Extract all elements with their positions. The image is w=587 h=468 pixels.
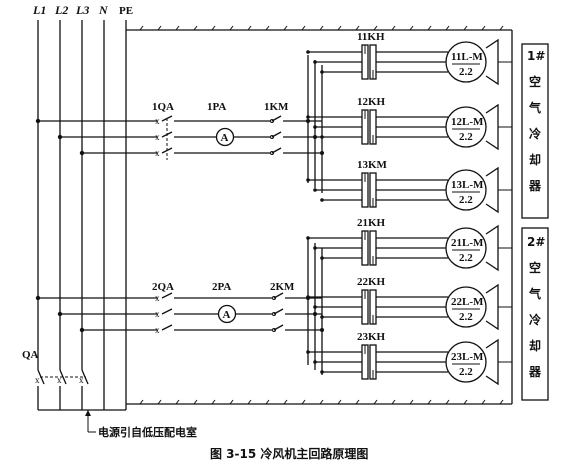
- ammeter-label-1pa: 1PA: [207, 101, 226, 113]
- feeder-group-2: 2QA 2PA 2KM x x x A: [35, 238, 324, 375]
- motor-power: 2.2: [459, 366, 473, 378]
- svg-text:x: x: [155, 325, 160, 335]
- motor-symbol: [445, 169, 487, 211]
- motor-power: 2.2: [459, 131, 473, 143]
- motor-power: 2.2: [459, 252, 473, 264]
- svg-text:x: x: [57, 375, 62, 385]
- svg-text:x: x: [155, 309, 160, 319]
- motor-power: 2.2: [459, 194, 473, 206]
- main-switch-qa: x x x: [35, 369, 89, 410]
- motor-symbol: [445, 286, 487, 328]
- ammeter-2pa-symbol: A: [223, 309, 231, 321]
- relay-label: 23KH: [357, 331, 386, 343]
- panel-char: 空: [529, 260, 541, 275]
- relay-label: 22KH: [357, 276, 386, 288]
- source-note: 电源引自低压配电室: [38, 409, 197, 439]
- panel-char: 却: [529, 338, 541, 353]
- vertical-buses: [37, 20, 127, 410]
- panel-char: 冷: [529, 126, 541, 141]
- feeder-group-1: 1QA 1PA 1KM x x x A: [35, 55, 324, 193]
- motor-branch-2-3: 23KH 23L-M 2.2: [306, 331, 512, 386]
- ammeter-2pa: [217, 304, 237, 324]
- motor-power: 2.2: [459, 66, 473, 78]
- motor-symbol: [445, 41, 487, 83]
- panel-char: 却: [529, 152, 541, 167]
- svg-text:x: x: [155, 116, 160, 126]
- motor-name: 23L-M: [451, 351, 484, 363]
- relay-label: 11KH: [357, 31, 385, 43]
- panel-char: 冷: [529, 312, 541, 327]
- switch-label-1qa: 1QA: [152, 101, 174, 113]
- pe-rail-ticks: [139, 25, 504, 405]
- source-note-text: 电源引自低压配电室: [98, 425, 197, 439]
- panel-char: 气: [528, 286, 541, 301]
- bus-label-n: N: [98, 3, 109, 17]
- motor-name: 12L-M: [451, 116, 484, 128]
- panel-char: 器: [528, 365, 542, 379]
- panel-char: 空: [529, 74, 541, 89]
- svg-text:x: x: [79, 375, 84, 385]
- svg-text:x: x: [155, 132, 160, 142]
- panel-char: 2#: [527, 235, 545, 249]
- panel-char: 1#: [527, 49, 545, 63]
- svg-text:x: x: [155, 148, 160, 158]
- motor-symbol: [445, 106, 487, 148]
- bus-label-l2: L2: [54, 3, 68, 17]
- contactor-label-1km: 1KM: [264, 101, 289, 113]
- relay-label: 21KH: [357, 217, 386, 229]
- motor-name: 13L-M: [451, 179, 484, 191]
- motor-name: 22L-M: [451, 296, 484, 308]
- motor-name: 21L-M: [451, 237, 484, 249]
- ammeter-1pa-symbol: A: [221, 132, 229, 144]
- ammeter-1pa: [215, 127, 235, 147]
- switch-label-2qa: 2QA: [152, 281, 174, 293]
- bus-labels: L1 L2 L3 N PE: [32, 3, 133, 17]
- ammeter-label-2pa: 2PA: [212, 281, 231, 293]
- panel-char: 气: [528, 100, 541, 115]
- svg-text:x: x: [35, 375, 40, 385]
- motor-name: 11L-M: [451, 51, 483, 63]
- svg-text:x: x: [155, 293, 160, 303]
- motor-branch-2-2: 22KH 22L-M 2.2: [306, 276, 512, 331]
- motor-branch-1-2: 12KH 12L-M 2.2: [306, 96, 512, 151]
- contactor-label-2km: 2KM: [270, 281, 295, 293]
- motor-power: 2.2: [459, 311, 473, 323]
- motor-branches: 11KH11L-M2.212KH12L-M2.213KM13L-M2.221KH…: [306, 31, 512, 386]
- relay-label: 13KM: [357, 159, 388, 171]
- motor-branch-2-1: 21KH 21L-M 2.2: [306, 217, 512, 272]
- panel-char: 器: [528, 179, 542, 193]
- motor-branch-1-3: 13KM 13L-M 2.2: [306, 159, 512, 214]
- motor-branch-1-1: 11KH 11L-M 2.2: [306, 31, 512, 86]
- relay-label: 12KH: [357, 96, 386, 108]
- motor-symbol: [445, 341, 487, 383]
- bus-label-pe: PE: [119, 5, 133, 17]
- bus-label-l1: L1: [32, 3, 46, 17]
- figure-caption: 图 3-15 冷风机主回路原理图: [210, 446, 368, 461]
- bus-label-l3: L3: [75, 3, 89, 17]
- motor-symbol: [445, 227, 487, 269]
- main-switch-label: QA: [22, 349, 39, 361]
